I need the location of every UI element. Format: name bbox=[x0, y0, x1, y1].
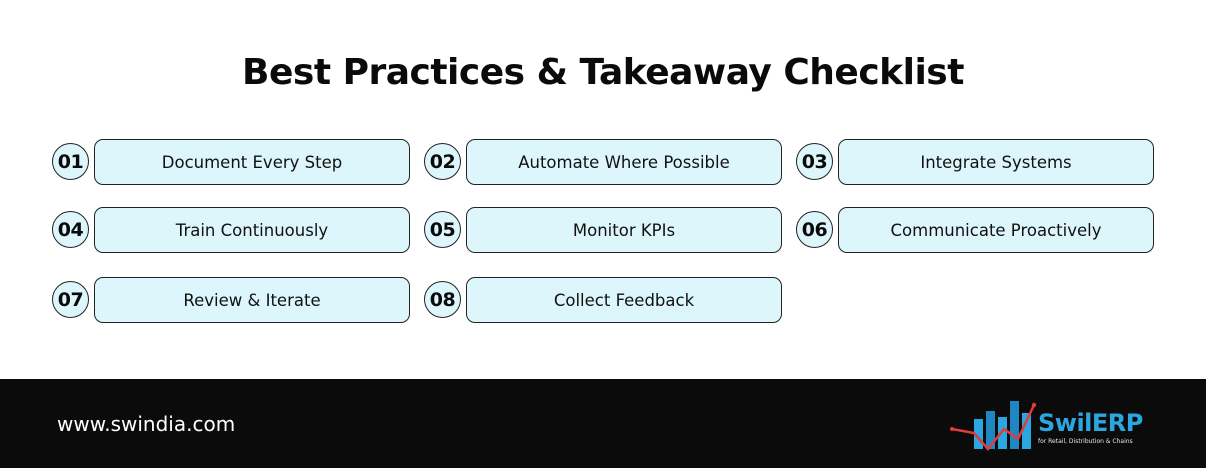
item-number: 06 bbox=[796, 211, 833, 248]
item-label: Train Continuously bbox=[94, 207, 410, 253]
logo-wordmark: SwilERP bbox=[1038, 409, 1143, 437]
checklist-item-06: 06 Communicate Proactively bbox=[796, 207, 1154, 253]
item-number: 07 bbox=[52, 281, 89, 318]
item-label: Automate Where Possible bbox=[466, 139, 782, 185]
item-label: Communicate Proactively bbox=[838, 207, 1154, 253]
item-number: 03 bbox=[796, 143, 833, 180]
item-label: Document Every Step bbox=[94, 139, 410, 185]
item-label: Integrate Systems bbox=[838, 139, 1154, 185]
item-number: 08 bbox=[424, 281, 461, 318]
checklist-item-07: 07 Review & Iterate bbox=[52, 277, 410, 323]
checklist-grid: 01 Document Every Step 02 Automate Where… bbox=[52, 139, 1162, 325]
checklist-item-08: 08 Collect Feedback bbox=[424, 277, 782, 323]
checklist-item-04: 04 Train Continuously bbox=[52, 207, 410, 253]
logo-tagline: for Retail, Distribution & Chains bbox=[1038, 438, 1133, 445]
item-number: 04 bbox=[52, 211, 89, 248]
checklist-item-01: 01 Document Every Step bbox=[52, 139, 410, 185]
brand-logo: SwilERP for Retail, Distribution & Chain… bbox=[948, 393, 1158, 457]
item-number: 02 bbox=[424, 143, 461, 180]
item-label: Collect Feedback bbox=[466, 277, 782, 323]
chart-bars-icon bbox=[950, 401, 1037, 451]
checklist-item-05: 05 Monitor KPIs bbox=[424, 207, 782, 253]
item-label: Review & Iterate bbox=[94, 277, 410, 323]
item-number: 01 bbox=[52, 143, 89, 180]
website-link[interactable]: www.swindia.com bbox=[57, 412, 236, 436]
checklist-item-02: 02 Automate Where Possible bbox=[424, 139, 782, 185]
footer-bar: www.swindia.com SwilERP for Retail, Dist… bbox=[0, 379, 1206, 468]
item-number: 05 bbox=[424, 211, 461, 248]
page-title: Best Practices & Takeaway Checklist bbox=[242, 52, 964, 93]
checklist-item-03: 03 Integrate Systems bbox=[796, 139, 1154, 185]
item-label: Monitor KPIs bbox=[466, 207, 782, 253]
